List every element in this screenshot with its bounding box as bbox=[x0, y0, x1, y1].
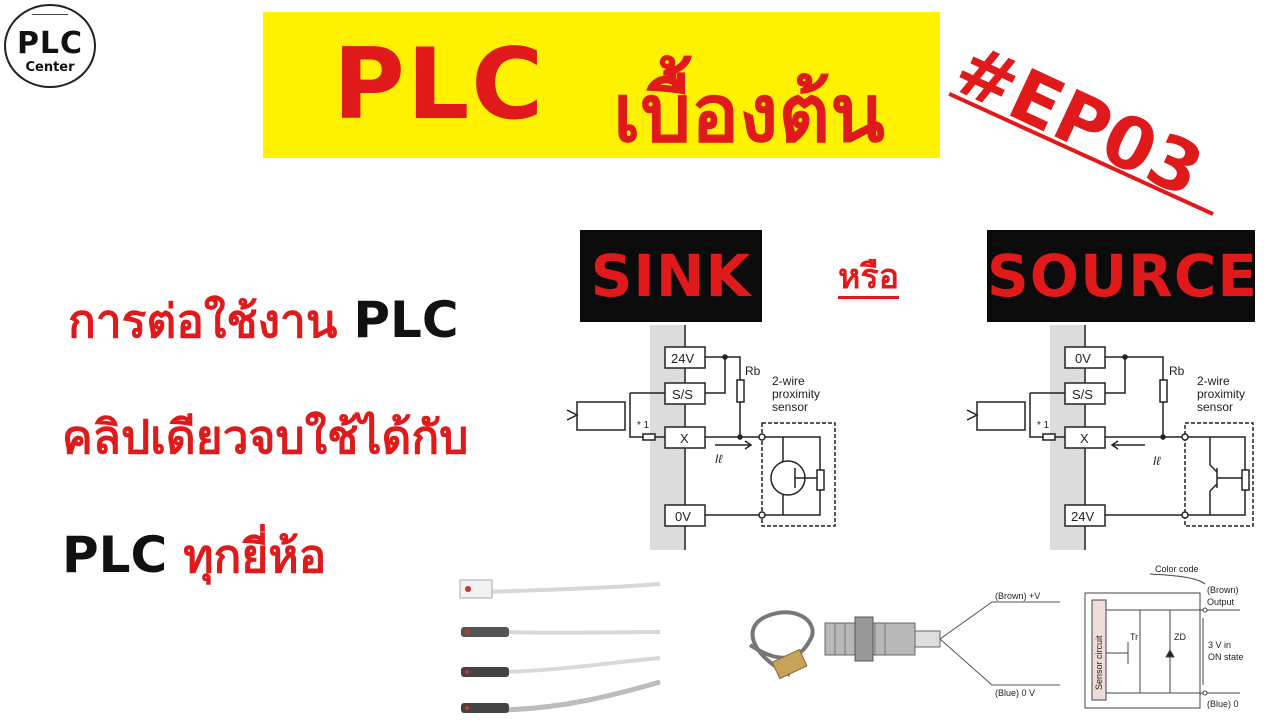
source-24v-terminal: 24V bbox=[1071, 509, 1094, 524]
sink-sensor-label-2: proximity bbox=[772, 387, 820, 401]
headline-line-3: PLC ทุกยี่ห้อ bbox=[62, 525, 326, 585]
source-sensor-box bbox=[1184, 422, 1254, 527]
headline-plc: PLC bbox=[353, 291, 459, 349]
sink-x-terminal: X bbox=[680, 431, 689, 446]
sink-sensor-label-1: 2-wire bbox=[772, 374, 805, 388]
reed-sensor-photos bbox=[459, 579, 661, 713]
sink-24v-terminal: 24V bbox=[671, 351, 694, 366]
or-label: หรือ bbox=[838, 257, 900, 299]
source-rb-label: Rb bbox=[1169, 364, 1185, 378]
brown-label: (Brown) bbox=[1207, 585, 1239, 595]
source-note: * 1 bbox=[1037, 420, 1050, 431]
sensor-circuit-label: Sensor circuit bbox=[1094, 635, 1104, 690]
episode-label: #EP03 bbox=[942, 26, 1216, 214]
sink-sensor-box bbox=[761, 422, 836, 527]
headline-connect: การต่อใช้งาน bbox=[68, 294, 338, 348]
source-sensor-label-1: 2-wire bbox=[1197, 374, 1230, 388]
logo-text-center: Center bbox=[25, 60, 75, 75]
title-banner: PLC เบื้องต้น bbox=[263, 12, 940, 158]
source-wiring-diagram: 0V S/S X 24V Rb * 1 Iℓ 2-wire proximity … bbox=[966, 325, 1254, 550]
sink-wiring-diagram: 24V S/S X 0V Rb * 1 Iℓ 2-wire proximity … bbox=[566, 325, 836, 550]
output-label: Output bbox=[1207, 597, 1235, 607]
headline-line-1: การต่อใช้งาน PLC bbox=[68, 290, 459, 350]
voltage-label-1: 3 V in bbox=[1208, 640, 1231, 650]
ladder-contact-icon bbox=[32, 14, 68, 21]
source-0v-terminal: 0V bbox=[1075, 351, 1091, 366]
sink-rb-label: Rb bbox=[745, 364, 761, 378]
sink-0v-terminal: 0V bbox=[675, 509, 691, 524]
color-code-label: Color code bbox=[1155, 564, 1199, 574]
brown-wire-label: (Brown) +V bbox=[995, 591, 1040, 601]
source-ss-terminal: S/S bbox=[1072, 387, 1093, 402]
source-sensor-label-3: sensor bbox=[1197, 400, 1233, 414]
voltage-label-2: ON state bbox=[1208, 652, 1244, 662]
headline-plc-2: PLC bbox=[62, 526, 168, 584]
logo-text-plc: PLC bbox=[16, 26, 84, 61]
headline-line-2: คลิปเดียวจบใช้ได้กับ bbox=[62, 410, 468, 465]
title-plc: PLC bbox=[333, 28, 546, 142]
proximity-sensor-wiring: (Brown) +V (Blue) 0 V bbox=[748, 591, 1060, 698]
blue-label: (Blue) 0 bbox=[1207, 699, 1239, 709]
source-sensor-label-2: proximity bbox=[1197, 387, 1245, 401]
source-x-terminal: X bbox=[1080, 431, 1089, 446]
plc-center-logo: PLC Center bbox=[4, 4, 96, 88]
zd-label: ZD bbox=[1174, 632, 1186, 642]
blue-wire-label: (Blue) 0 V bbox=[995, 688, 1035, 698]
source-tag: SOURCE bbox=[987, 230, 1255, 322]
source-current-label: Iℓ bbox=[1153, 454, 1161, 468]
sink-tag: SINK bbox=[580, 230, 762, 322]
title-basic: เบื้องต้น bbox=[613, 67, 885, 158]
sink-ss-terminal: S/S bbox=[672, 387, 693, 402]
headline-all-brands: ทุกยี่ห้อ bbox=[183, 529, 327, 583]
tr-label: Tr bbox=[1130, 632, 1138, 642]
headline-one-clip: คลิปเดียวจบใช้ได้กับ bbox=[62, 410, 469, 464]
sink-current-label: Iℓ bbox=[715, 452, 723, 466]
sensor-output-circuit: Color code Sensor circuit Tr ZD (Brown) … bbox=[1084, 564, 1244, 709]
sink-note: * 1 bbox=[637, 420, 650, 431]
sink-sensor-label-3: sensor bbox=[772, 400, 808, 414]
